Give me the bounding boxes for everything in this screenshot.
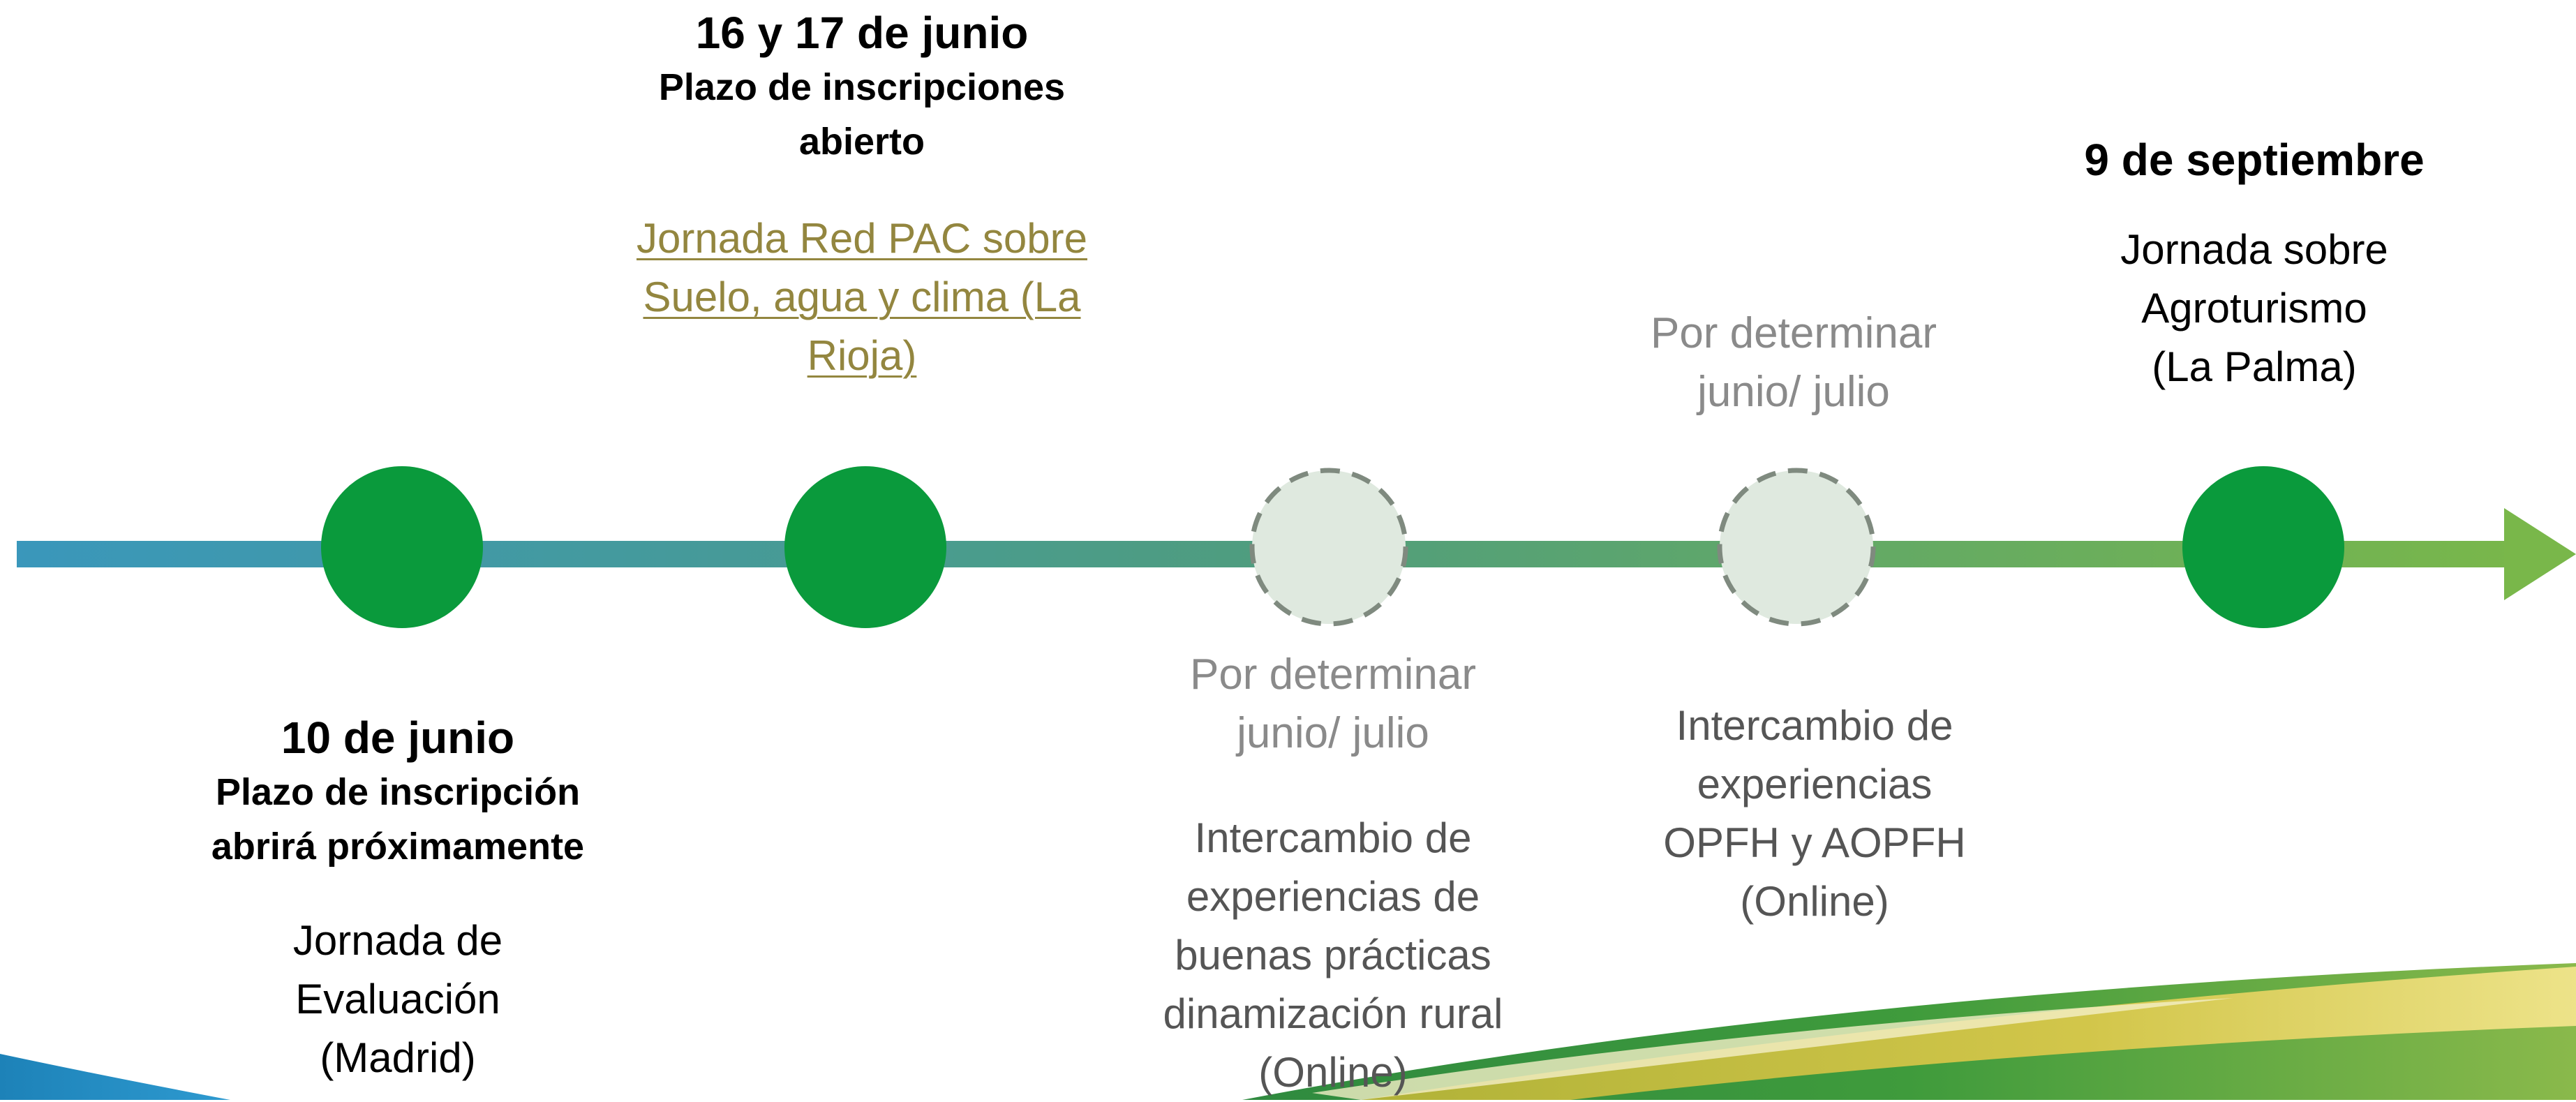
event-1-title-line-3: (Madrid) (320, 1034, 476, 1081)
event-4-date-line-2: junio/ julio (1697, 368, 1890, 416)
decorative-swoosh-blue (0, 1054, 230, 1100)
event-3-title-line-5: (Online) (1258, 1049, 1408, 1096)
decorative-swoosh-light (1312, 998, 2233, 1100)
event-5-date: 9 de septiembre (2084, 135, 2425, 185)
event-2-link[interactable]: Jornada Red PAC sobre Suelo, agua y clim… (600, 209, 1124, 385)
event-2: 16 y 17 de junio Plazo de inscripciones … (600, 6, 1124, 385)
milestone-3-pending (1249, 468, 1408, 627)
event-5-title-line-2: Agroturismo (2141, 285, 2367, 332)
event-4-date-line-1: Por determinar (1650, 309, 1937, 357)
milestone-4-pending (1717, 468, 1876, 627)
event-2-date: 16 y 17 de junio (695, 8, 1029, 58)
milestone-2-confirmed (784, 466, 946, 628)
timeline-arrowhead (2504, 508, 2576, 600)
event-5: 9 de septiembre Jornada sobre Agroturism… (2038, 133, 2471, 396)
event-1-note-line-1: Plazo de inscripción (215, 771, 581, 813)
event-4-title-line-1: Intercambio de (1676, 702, 1953, 749)
event-2-note-line-1: Plazo de inscripciones (658, 66, 1066, 108)
event-4-title-line-2: experiencias (1697, 761, 1933, 807)
event-4-title-line-4: (Online) (1740, 878, 1889, 925)
event-2-note-line-2: abierto (798, 121, 925, 163)
event-4-title: Intercambio de experiencias OPFH y AOPFH… (1591, 697, 2038, 931)
event-1: 10 de junio Plazo de inscripción abrirá … (161, 710, 635, 1087)
event-2-title-line-2[interactable]: Suelo, agua y clima (La (643, 274, 1081, 320)
event-4-title-line-3: OPFH y AOPFH (1663, 819, 1966, 866)
event-5-title-line-1: Jornada sobre (2120, 226, 2388, 273)
event-3-title-line-1: Intercambio de (1194, 814, 1472, 861)
event-3-title-line-3: buenas prácticas (1175, 932, 1491, 978)
event-4-date: Por determinar junio/ julio (1591, 304, 1996, 422)
event-1-note-line-2: abrirá próximamente (211, 826, 585, 868)
milestone-1-confirmed (321, 466, 483, 628)
event-1-title-line-1: Jornada de (292, 917, 503, 964)
event-3-title-line-4: dinamización rural (1163, 990, 1503, 1037)
milestone-5-confirmed (2182, 466, 2344, 628)
event-5-title-line-3: (La Palma) (2152, 343, 2357, 390)
event-1-date: 10 de junio (281, 713, 515, 763)
event-3: Por determinar junio/ julio Intercambio … (1096, 646, 1570, 1102)
event-3-date-line-2: junio/ julio (1237, 709, 1429, 757)
decorative-swoosh-yellow (1361, 967, 2576, 1100)
event-3-date-line-1: Por determinar (1189, 650, 1477, 699)
event-2-title-line-1[interactable]: Jornada Red PAC sobre (636, 215, 1087, 262)
event-1-title-line-2: Evaluación (295, 976, 500, 1022)
event-3-title-line-2: experiencias de (1186, 873, 1480, 920)
event-2-title-line-3[interactable]: Rioja) (807, 332, 917, 379)
